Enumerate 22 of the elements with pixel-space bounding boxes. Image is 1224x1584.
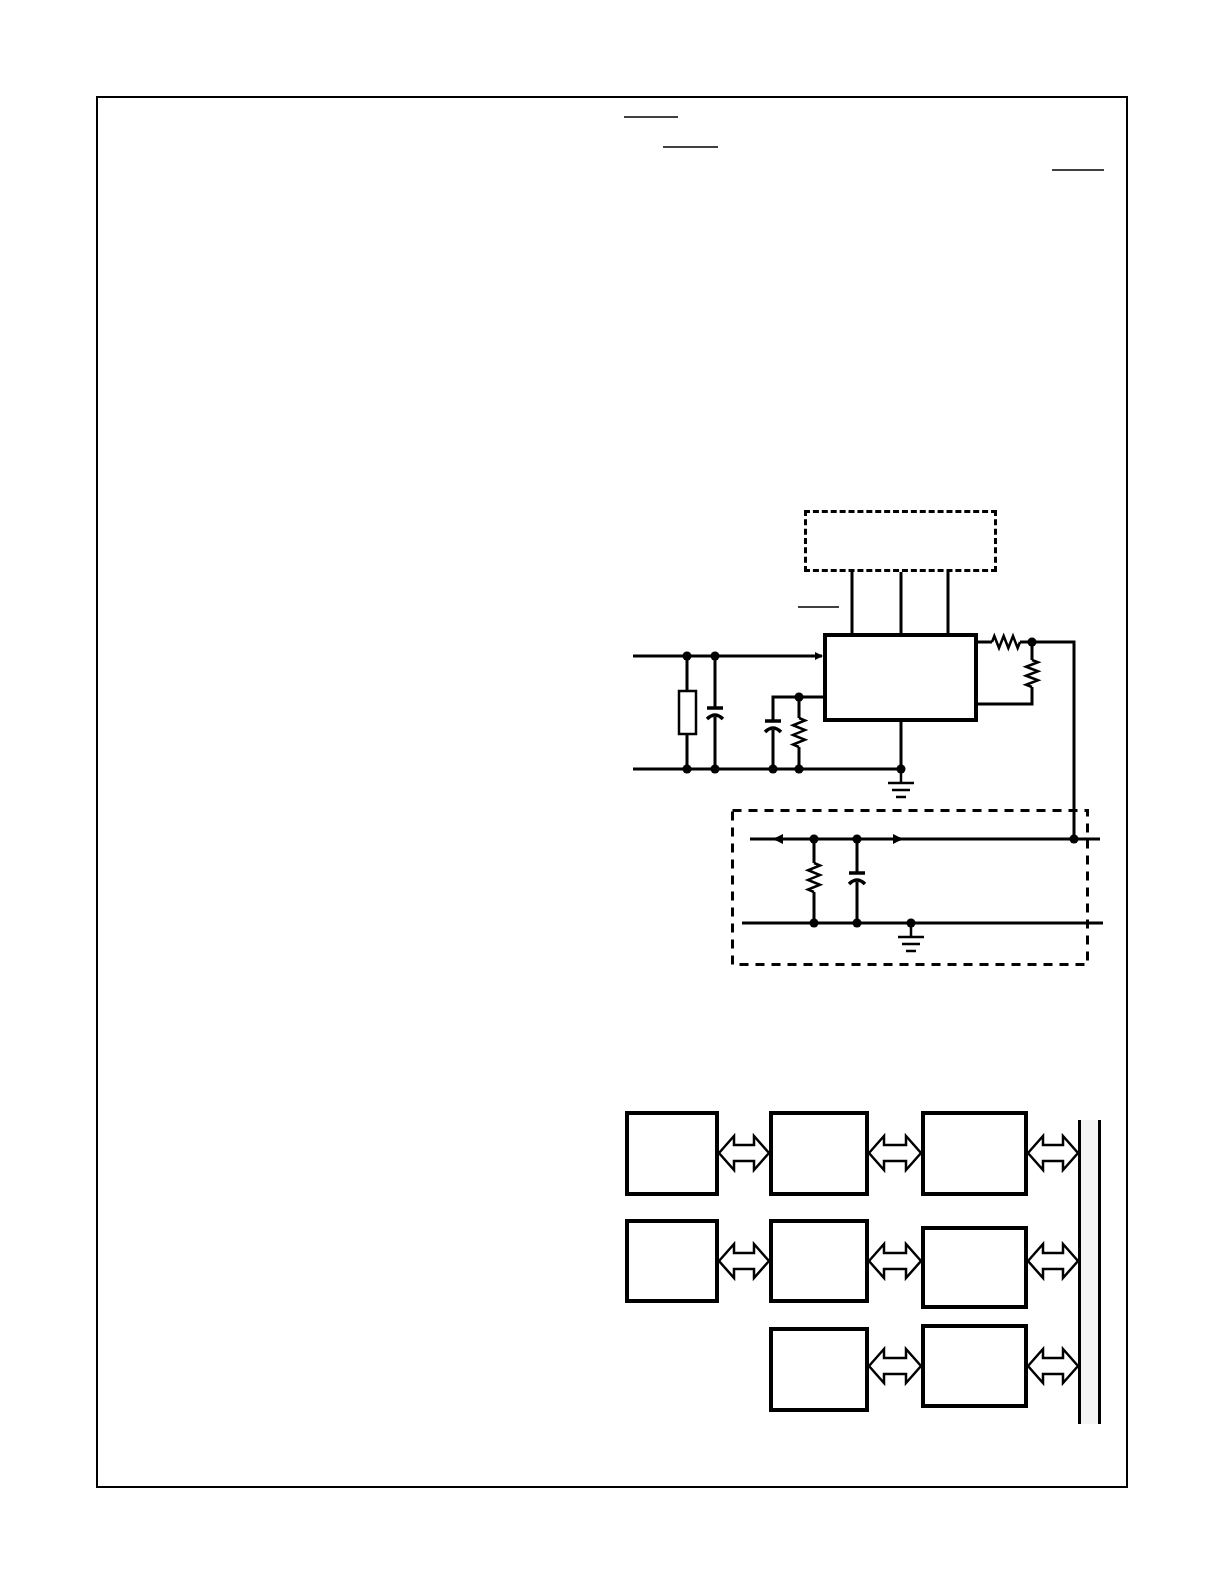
block-box	[625, 1219, 719, 1303]
pin-wire	[850, 572, 854, 633]
double-block-arrow	[1026, 1240, 1080, 1282]
block-box	[625, 1111, 719, 1196]
double-block-arrow	[867, 1132, 923, 1174]
double-block-arrow	[1026, 1345, 1080, 1387]
block-box	[921, 1111, 1028, 1196]
block-box	[769, 1111, 869, 1196]
block-box	[769, 1327, 869, 1412]
double-block-arrow	[717, 1240, 771, 1282]
bus-bar	[1078, 1120, 1101, 1424]
double-block-arrow	[867, 1345, 923, 1387]
double-block-arrow	[867, 1240, 923, 1282]
pin-wire	[899, 572, 903, 633]
block-box	[769, 1219, 869, 1303]
double-block-arrow	[1026, 1132, 1080, 1174]
block-box	[921, 1226, 1028, 1309]
double-block-arrow	[717, 1132, 771, 1174]
dashed-outline-box	[804, 510, 997, 572]
block-box	[921, 1324, 1028, 1408]
chip-box	[823, 633, 978, 722]
pin-wire	[946, 572, 950, 633]
